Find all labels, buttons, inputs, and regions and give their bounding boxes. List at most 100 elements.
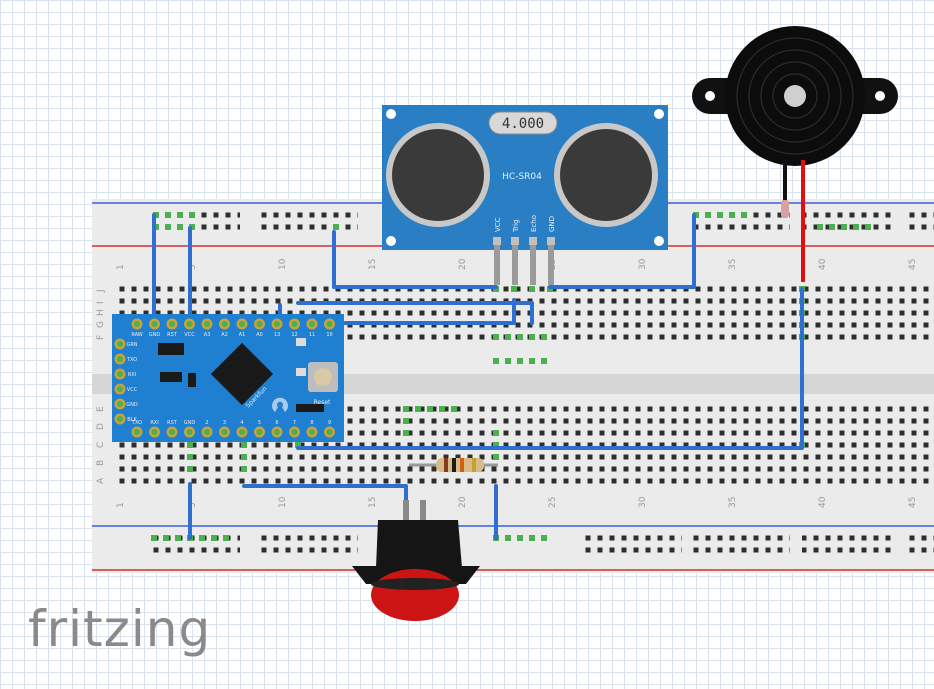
pin-label: VCC <box>127 387 138 393</box>
button-cap[interactable] <box>371 569 459 621</box>
pin-label: BLK <box>127 417 137 423</box>
pin-label: GND <box>126 402 138 408</box>
column-label: 30 <box>638 496 648 508</box>
header-pin-hole <box>274 321 280 327</box>
header-pin-hole <box>169 429 175 435</box>
pin-label: 2 <box>205 420 208 426</box>
header-pin-hole <box>274 429 280 435</box>
pin-label: GND <box>149 332 161 338</box>
column-label: 1 <box>116 264 126 270</box>
sensor-mount-hole <box>654 109 664 119</box>
row-label: C <box>96 442 106 448</box>
bottom-power-rail <box>92 525 934 571</box>
column-label: 5 <box>188 264 198 270</box>
header-pin-hole <box>117 386 123 392</box>
wire-gnd-sensor[interactable] <box>548 213 696 289</box>
column-label: 10 <box>278 258 288 270</box>
pin-label: 7 <box>293 420 296 426</box>
pin-label: 13 <box>274 332 280 338</box>
pin-label: A2 <box>221 332 228 338</box>
pin-label: GND <box>184 420 196 426</box>
pin-label: 10 <box>326 332 332 338</box>
pin-label: RXI <box>150 420 158 426</box>
header-pin-hole <box>221 429 228 435</box>
mcu-chip <box>210 342 274 406</box>
transducer-left-mesh <box>392 129 484 221</box>
pin-label: 8 <box>310 420 313 426</box>
header-pin-hole <box>221 321 228 327</box>
voltage-regulator <box>158 343 184 355</box>
column-label: 10 <box>278 496 288 508</box>
row-label: F <box>96 335 106 340</box>
row-label: E <box>96 406 106 412</box>
header-pin-hole <box>204 429 210 435</box>
column-label: 35 <box>728 497 738 508</box>
column-label: 40 <box>818 496 828 508</box>
column-label: 20 <box>458 496 468 508</box>
crystal <box>488 111 558 135</box>
column-label: 45 <box>908 497 918 508</box>
pin-label: A0 <box>256 332 263 338</box>
wire-buzzer[interactable] <box>296 287 804 450</box>
column-label: 1 <box>116 502 126 508</box>
column-label: 40 <box>818 258 828 270</box>
piezo-buzzer <box>692 26 898 282</box>
header-pin-hole <box>134 321 140 327</box>
header-pin-hole <box>256 429 263 435</box>
header-pin-hole <box>117 341 123 347</box>
pin-label: A3 <box>204 332 211 338</box>
crystal-label: 4.000 <box>502 116 544 132</box>
header-pin-hole <box>204 321 210 327</box>
pin-label-gnd: GND <box>548 216 556 232</box>
header-pin-hole <box>151 429 158 435</box>
wire-echo[interactable] <box>296 301 534 325</box>
header-pin-hole <box>117 416 123 422</box>
header-pin-hole <box>186 321 193 327</box>
row-label: A <box>96 477 106 484</box>
pin-label: RXI <box>128 372 136 378</box>
ultrasonic-sensor: 4.000 HC-SR04 VCC Trig Echo GND <box>382 105 668 285</box>
row-label: D <box>96 423 106 430</box>
buzzer-center <box>784 85 806 107</box>
header-pin-hole <box>309 429 315 435</box>
header-pin-hole <box>291 321 298 327</box>
fritzing-logo: fritzing <box>28 600 212 658</box>
header-pin-hole <box>326 429 333 435</box>
sensor-pins <box>493 237 555 285</box>
column-label: 35 <box>728 259 738 270</box>
pin-label: RAW <box>131 332 142 338</box>
sensor-pin-labels: VCC Trig Echo GND <box>494 215 556 233</box>
open-hardware-logo <box>272 397 288 412</box>
sensor-mount-hole <box>654 236 664 246</box>
header-pin-hole <box>117 371 123 377</box>
sensor-mount-hole <box>386 109 396 119</box>
pin-label: 5 <box>258 420 261 426</box>
column-label: 15 <box>368 497 378 508</box>
pin-label: VCC <box>184 332 195 338</box>
push-button[interactable] <box>352 500 480 621</box>
column-label: 20 <box>458 258 468 270</box>
header-pin-hole <box>326 321 333 327</box>
pin-label-trig: Trig <box>512 219 520 233</box>
sensor-mount-hole <box>386 236 396 246</box>
header-pin-hole <box>117 356 123 362</box>
resistor <box>409 458 498 472</box>
pin-label: 11 <box>309 332 315 338</box>
row-label: H <box>96 309 106 316</box>
pin-label: 6 <box>275 420 278 426</box>
pin-label: 12 <box>291 332 297 338</box>
column-label: 30 <box>638 258 648 270</box>
row-label: J <box>96 289 106 293</box>
header-pin-hole <box>256 321 263 327</box>
button-housing <box>376 520 462 568</box>
pin-label: A1 <box>239 332 246 338</box>
header-pin-hole <box>239 321 245 327</box>
pin-label: 3 <box>223 420 226 426</box>
wire-vcc-sensor[interactable] <box>332 230 498 289</box>
header-pin-hole <box>186 429 193 435</box>
